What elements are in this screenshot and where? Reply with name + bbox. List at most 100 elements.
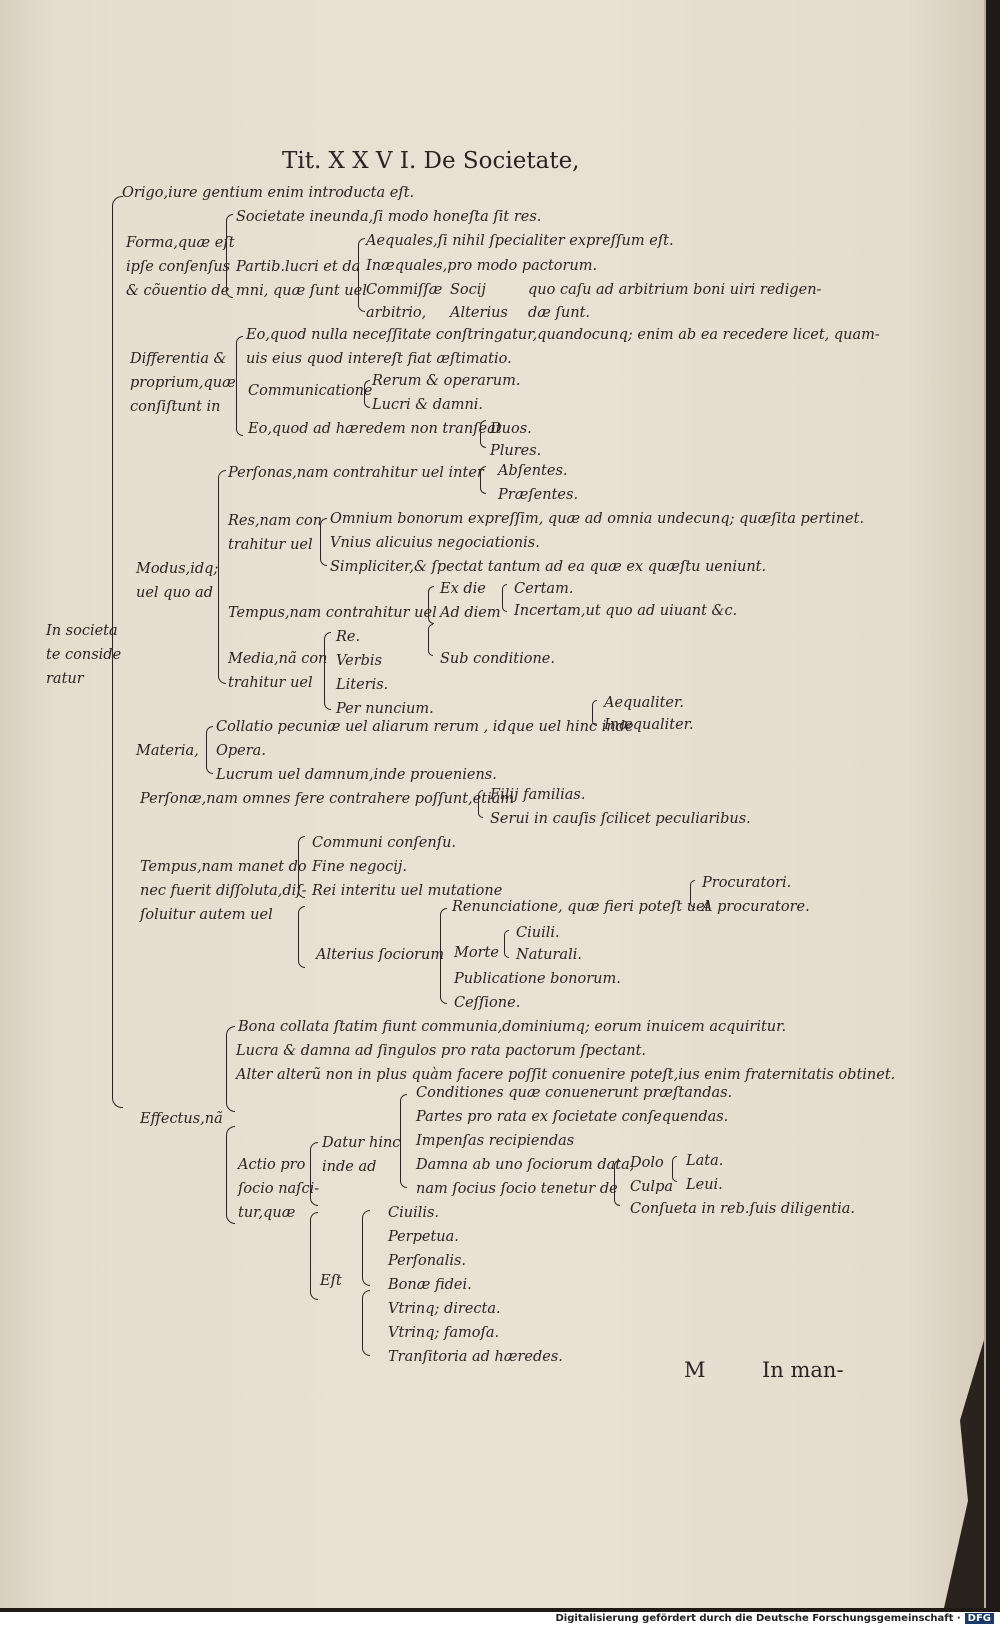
forma-e-1: quo caſu ad arbitrium boni uiri redigen- (528, 282, 822, 298)
forma-a: Societate ineunda,ſi modo honeſta ſit re… (236, 209, 542, 225)
datur-brace (400, 1094, 407, 1188)
origo: Origo,iure gentium enim introducta eſt. (122, 185, 415, 201)
effectus-d4-2: nam ſocius ſocio tenetur de (416, 1181, 618, 1197)
footer-text: Digitalisierung gefördert durch die Deut… (555, 1613, 961, 1624)
forma-b-2: mni, quæ ſunt uel (236, 283, 367, 299)
effectus-e4: Bonæ fidei. (388, 1277, 472, 1293)
effectus-actio-2: ſocio naſci- (238, 1181, 320, 1197)
tempus-d2b: Naturali. (516, 947, 582, 963)
personae-a1: Filij familias. (490, 787, 586, 803)
tempus-d2a: Ciuili. (516, 925, 560, 941)
differentia-c: Eo,quod ad hæredem non tranſeat (248, 421, 502, 437)
materia-label: Materia, (136, 743, 199, 759)
tempus-d2: Morte (454, 945, 499, 961)
effectus-e5: Vtrinq; directa. (388, 1301, 501, 1317)
dfg-logo: DFG (964, 1613, 994, 1624)
tempus-d3: Publicatione bonorum. (454, 971, 621, 987)
est-brace-2 (362, 1290, 370, 1356)
personae-a2: Serui in cauſis ſcilicet peculiaribus. (490, 811, 751, 827)
modus-media3: Literis. (336, 677, 389, 693)
root-label-2: te conside (46, 647, 122, 663)
tempus-d-brace (440, 908, 447, 1004)
differentia-brace (236, 336, 243, 436)
effectus-e6: Vtrinq; famoſa. (388, 1325, 500, 1341)
tempus-c: Rei interitu uel mutatione (312, 883, 503, 899)
differentia-b2: Lucri & damni. (372, 397, 484, 413)
modus-pers1: Abſentes. (498, 463, 568, 479)
tempus-brace-1 (298, 836, 305, 898)
differentia-label-1: Differentia & (130, 351, 227, 367)
digitization-footer: Digitalisierung gefördert durch die Deut… (0, 1612, 1000, 1626)
effectus-e3: Perſonalis. (388, 1253, 467, 1269)
effectus-lata: Lata. (686, 1153, 724, 1169)
materia-a2: Inæqualiter. (604, 717, 694, 733)
effectus-label: Effectus,nã (140, 1111, 223, 1127)
modus-label-1: Modus,idq; (136, 561, 219, 577)
actio-brace-2 (310, 1212, 318, 1300)
tempus-d1a: Procuratori. (702, 875, 792, 891)
modus-temp: Tempus,nam contrahitur uel (228, 605, 437, 621)
effectus-est: Eſt (320, 1273, 342, 1289)
forma-e-2: dæ ſunt. (528, 305, 591, 321)
tempus-label-1: Tempus,nam manet do (140, 859, 307, 875)
modus-media1: Re. (336, 629, 361, 645)
effectus-c: Alter alterũ non in plus quàm facere poſ… (236, 1067, 896, 1083)
materia-a-brace (592, 700, 597, 726)
effectus-datur-1: Datur hinc (322, 1135, 401, 1151)
root-label-3: ratur (46, 671, 84, 687)
tempus-d1b: A procuratore. (702, 899, 810, 915)
effectus-d1: Conditiones quæ conuenerunt præſtandas. (416, 1085, 733, 1101)
forma-b-brace (358, 238, 365, 312)
modus-media2: Verbis (336, 653, 383, 669)
tempus-d: Alterius ſociorum (316, 947, 445, 963)
effectus-leui: Leui. (686, 1177, 723, 1193)
tempus-d1-brace (690, 880, 695, 908)
modus-media-2: trahitur uel (228, 675, 313, 691)
differentia-b: Communicatione (248, 383, 373, 399)
tempus-d4: Ceſſione. (454, 995, 521, 1011)
materia-c: Lucrum uel damnum,inde proueniens. (216, 767, 497, 783)
forma-c3-1: Commiſſæ (366, 282, 443, 298)
modus-pers: Perſonas,nam contrahitur uel inter (228, 465, 484, 481)
forma-c1: Aequales,ſi nihil ſpecialiter expreſſum … (366, 233, 674, 249)
dolo-culpa-brace (614, 1160, 620, 1206)
effectus-d4-1: Damna ab uno ſociorum data, (416, 1157, 635, 1173)
modus-label-2: uel quo ad (136, 585, 214, 601)
modus-res1: Omnium bonorum expreſſim, quæ ad omnia u… (330, 511, 865, 527)
materia-brace (206, 726, 213, 774)
effectus-e2: Perpetua. (388, 1229, 459, 1245)
forma-label-2: ipſe conſenſus (126, 259, 231, 275)
tempus-brace-2 (298, 906, 305, 968)
modus-temp2: Ad diem (440, 605, 501, 621)
effectus-actio-3: tur,quæ (238, 1205, 296, 1221)
tempus-label-3: ſoluitur autem uel (140, 907, 273, 923)
modus-res3: Simpliciter,& ſpectat tantum ad ea quæ e… (330, 559, 767, 575)
modus-temp4: Incertam,ut quo ad uiuant &c. (514, 603, 738, 619)
tempus-a: Communi conſenſu. (312, 835, 457, 851)
differentia-label-2: proprium,quæ (130, 375, 236, 391)
differentia-b-brace (364, 380, 370, 408)
tempus-d2-brace (504, 930, 509, 958)
tempus-b: Fine negocij. (312, 859, 408, 875)
forma-brace (226, 214, 233, 298)
effectus-a: Bona collata ſtatim fiunt communia,domin… (238, 1019, 787, 1035)
effectus-culpa: Culpa (630, 1179, 673, 1195)
modus-temp5-brace (428, 624, 433, 656)
forma-label-1: Forma,quæ eſt (126, 235, 235, 251)
modus-res-2: trahitur uel (228, 537, 313, 553)
differentia-a-1: Eo,quod nulla neceſſitate conſtringatur,… (246, 327, 880, 343)
lata-leui-brace (672, 1156, 677, 1182)
differentia-a-2: uis eius quod intereſt fiat æſtimatio. (246, 351, 512, 367)
est-brace-1 (362, 1210, 370, 1286)
forma-d-2: Alterius (450, 305, 508, 321)
differentia-c1: Duos. (490, 421, 532, 437)
modus-temp-brace (428, 586, 434, 624)
differentia-label-3: conſiſtunt in (130, 399, 221, 415)
effectus-e7: Tranſitoria ad hæredes. (388, 1349, 563, 1365)
materia-a: Collatio pecuniæ uel aliarum rerum , idq… (216, 719, 634, 735)
modus-temp3: Certam. (514, 581, 574, 597)
effectus-consueta: Conſueta in reb.ſuis diligentia. (630, 1201, 856, 1217)
modus-media4: Per nuncium. (336, 701, 434, 717)
effectus-brace-2 (226, 1126, 235, 1224)
effectus-actio-1: Actio pro (238, 1157, 306, 1173)
